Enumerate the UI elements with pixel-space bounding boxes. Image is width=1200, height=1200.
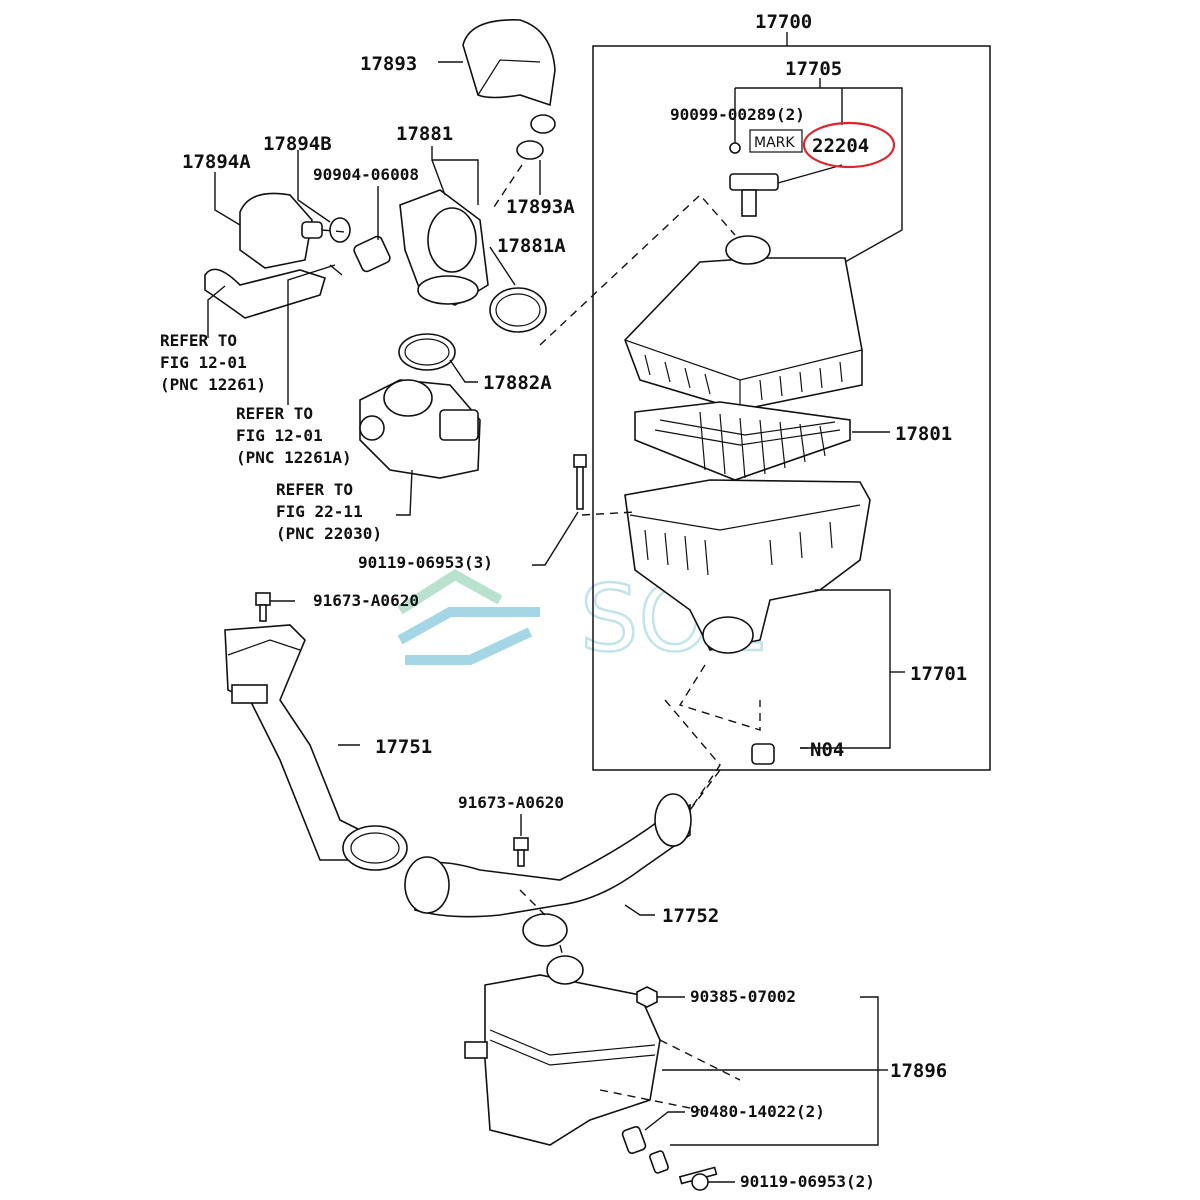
label-17881: 17881 xyxy=(396,123,453,145)
label-17752: 17752 xyxy=(662,905,719,927)
inlet-duct-17751 xyxy=(224,624,408,871)
label-91673-A0620-a: 91673-A0620 xyxy=(313,591,419,610)
clip-17894B xyxy=(329,217,351,243)
mark-box xyxy=(749,129,803,153)
hose-17752 xyxy=(404,793,692,947)
assembly-box-17700 xyxy=(592,45,991,771)
bolt-91673-A0620-b xyxy=(513,837,529,867)
refer-1-line3: (PNC 12261) xyxy=(160,375,266,394)
label-90480-14022: 90480-14022(2) xyxy=(690,1102,825,1121)
label-17701: 17701 xyxy=(910,663,967,685)
label-N04: N04 xyxy=(810,739,844,761)
refer-2-line3: (PNC 12261A) xyxy=(236,448,352,467)
nut-90385-07002 xyxy=(636,986,658,1008)
label-17893: 17893 xyxy=(360,53,417,75)
intake-duct-17893 xyxy=(462,19,556,160)
label-17751: 17751 xyxy=(375,736,432,758)
refer-3-line1: REFER TO xyxy=(276,480,353,499)
air-connector-17881 xyxy=(353,189,489,306)
resonator-17896 xyxy=(464,955,661,1146)
label-90119-06953-a: 90119-06953(3) xyxy=(358,553,493,572)
grommet-n04 xyxy=(751,743,775,765)
bolt-91673-A0620-a xyxy=(255,592,271,622)
refer-2-line1: REFER TO xyxy=(236,404,313,423)
label-90904-06008: 90904-06008 xyxy=(313,165,419,184)
clip-90480-14022 xyxy=(621,1125,669,1174)
label-17881A: 17881A xyxy=(497,235,566,257)
throttle-body xyxy=(359,379,481,479)
air-cleaner-cap xyxy=(624,235,863,411)
refer-2-line2: FIG 12-01 xyxy=(236,426,323,445)
label-17893A: 17893A xyxy=(506,196,575,218)
label-17896: 17896 xyxy=(890,1060,947,1082)
refer-3-line3: (PNC 22030) xyxy=(276,524,382,543)
refer-1-line2: FIG 12-01 xyxy=(160,353,247,372)
label-17705: 17705 xyxy=(785,58,842,80)
air-filter-element xyxy=(634,401,851,481)
label-17700: 17700 xyxy=(755,11,812,33)
label-90119-06953-b: 90119-06953(2) xyxy=(740,1172,875,1191)
mass-air-flow-sensor xyxy=(729,142,843,217)
refer-1-line1: REFER TO xyxy=(160,331,237,350)
hose-clamp-17881A xyxy=(489,287,547,333)
label-90385-07002: 90385-07002 xyxy=(690,987,796,1006)
label-22204: 22204 xyxy=(812,135,869,157)
mark-label: MARK xyxy=(754,135,795,151)
label-90099-00289: 90099-00289(2) xyxy=(670,105,805,124)
refer-3-line2: FIG 22-11 xyxy=(276,502,363,521)
bolt-90119-06953-a xyxy=(573,454,587,510)
label-17882A: 17882A xyxy=(483,372,552,394)
hose-17894A xyxy=(204,192,326,319)
highlight-ellipse xyxy=(802,121,896,169)
air-cleaner-case xyxy=(624,479,871,654)
label-17894B: 17894B xyxy=(263,133,332,155)
hose-clamp-17882A xyxy=(398,333,456,371)
bolt-90119-06953-b xyxy=(678,1166,718,1191)
label-17801: 17801 xyxy=(895,423,952,445)
label-91673-A0620-b: 91673-A0620 xyxy=(458,793,564,812)
label-17894A: 17894A xyxy=(182,151,251,173)
